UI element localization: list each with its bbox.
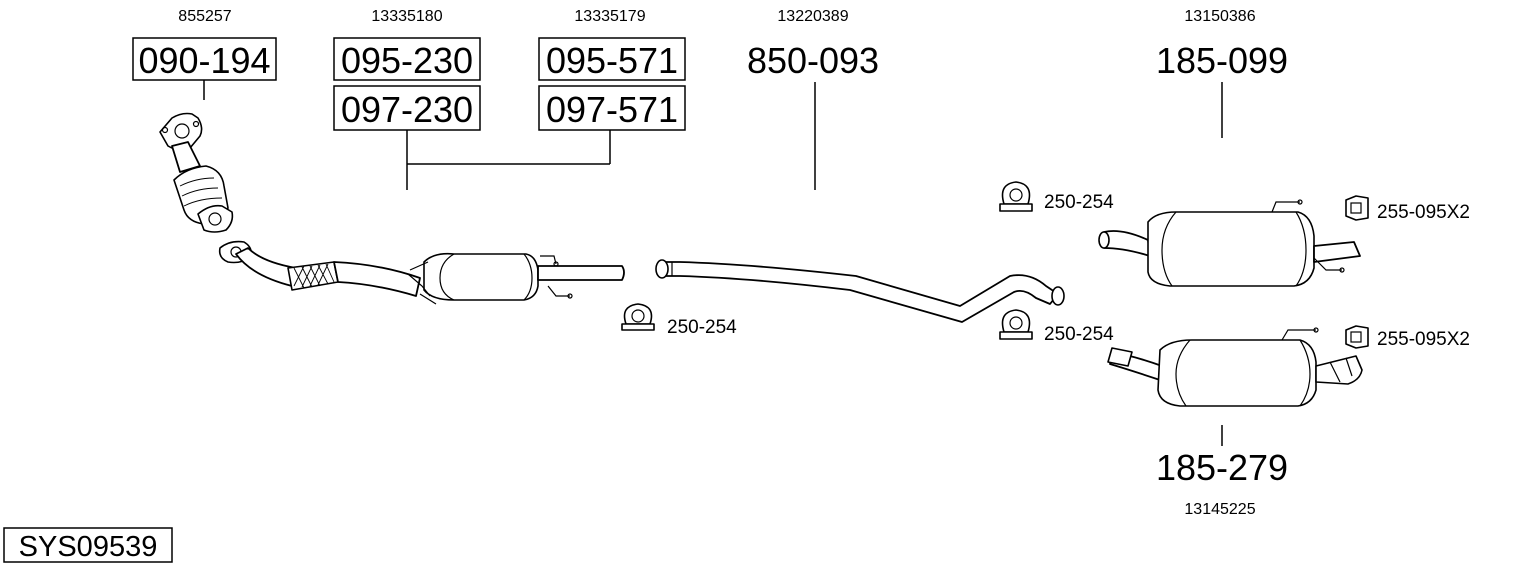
part-number-middle-section-a-2: 097-230 — [341, 89, 473, 130]
part-number-box — [538, 85, 686, 131]
part-label-middle-section-b[interactable]: 13335179 095-571 097-571 — [538, 8, 686, 131]
part-number-middle-section-a-1: 095-230 — [341, 40, 473, 81]
part-number-rear-silencer-upper: 185-099 — [1156, 40, 1288, 81]
oem-number-rear-silencer-lower: 13145225 — [1184, 501, 1255, 518]
system-code: SYS09539 — [19, 531, 158, 563]
middle-silencer-drawing[interactable] — [407, 252, 625, 305]
part-label-front-pipe[interactable]: 855257 090-194 — [132, 8, 277, 100]
rear-silencer-lower-drawing[interactable] — [1107, 327, 1363, 407]
clamp-icon — [999, 309, 1033, 340]
part-label-middle-section-a[interactable]: 13335180 095-230 097-230 — [333, 8, 481, 131]
rubber-mount-part-number: 255-095X2 — [1377, 329, 1470, 350]
oem-number-middle-section-a: 13335180 — [371, 8, 442, 25]
part-number-middle-section-b-1: 095-571 — [546, 40, 678, 81]
clamp-part-number: 250-254 — [667, 317, 737, 338]
part-number-box — [132, 37, 277, 81]
clamp-rear-lower[interactable]: 250-254 — [999, 309, 1114, 345]
oem-number-front-pipe: 855257 — [178, 8, 231, 25]
part-number-box — [538, 37, 686, 81]
part-number-middle-section-b-2: 097-571 — [546, 89, 678, 130]
clamp-middle[interactable]: 250-254 — [621, 303, 737, 338]
rear-silencer-upper-drawing[interactable] — [1098, 199, 1361, 287]
part-number-front-pipe: 090-194 — [138, 40, 270, 81]
middle-section-leader-bracket — [406, 130, 611, 190]
rubber-mount-lower[interactable]: 255-095X2 — [1345, 325, 1470, 350]
rubber-mount-part-number: 255-095X2 — [1377, 202, 1470, 223]
oem-number-center-pipe: 13220389 — [777, 8, 848, 25]
clamp-rear-upper[interactable]: 250-254 — [999, 181, 1114, 213]
clamp-icon — [999, 181, 1033, 212]
rubber-mount-upper[interactable]: 255-095X2 — [1345, 195, 1470, 223]
clamp-part-number: 250-254 — [1044, 192, 1114, 213]
part-number-center-pipe: 850-093 — [747, 40, 879, 81]
front-pipe-catalyst-drawing[interactable] — [159, 112, 421, 297]
rubber-mount-icon — [1345, 195, 1369, 221]
center-pipe-drawing[interactable] — [655, 259, 1065, 323]
rubber-mount-icon — [1345, 325, 1369, 349]
part-label-center-pipe[interactable]: 13220389 850-093 — [747, 8, 879, 190]
part-number-box — [333, 37, 481, 81]
oem-number-middle-section-b: 13335179 — [574, 8, 645, 25]
clamp-part-number: 250-254 — [1044, 324, 1114, 345]
oem-number-rear-silencer-upper: 13150386 — [1184, 8, 1255, 25]
part-label-rear-silencer-upper[interactable]: 13150386 185-099 — [1156, 8, 1288, 138]
part-number-rear-silencer-lower: 185-279 — [1156, 447, 1288, 488]
system-code-label: SYS09539 — [3, 527, 173, 563]
clamp-icon — [621, 303, 655, 331]
part-label-rear-silencer-lower[interactable]: 185-279 13145225 — [1156, 425, 1288, 518]
